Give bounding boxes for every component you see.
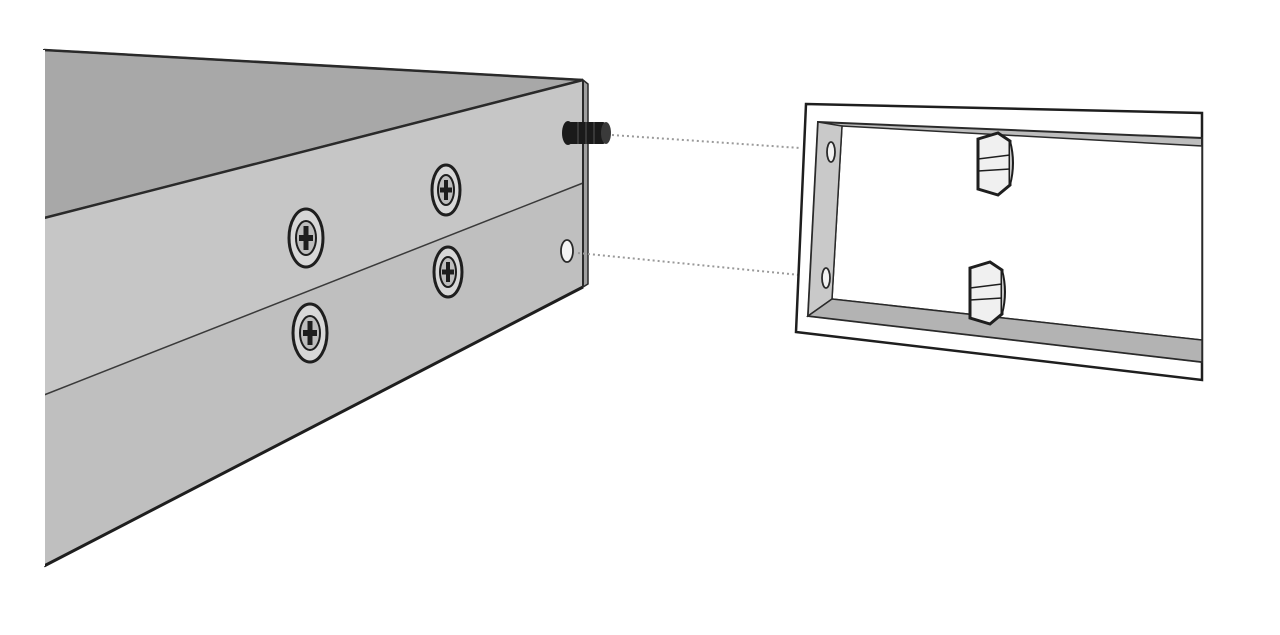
phillips-screw-icon bbox=[287, 207, 325, 269]
phillips-screw-icon bbox=[291, 302, 329, 364]
hex-nut-icon bbox=[968, 260, 1006, 326]
chassis bbox=[43, 48, 611, 568]
chassis-bottom-edge bbox=[43, 285, 584, 568]
chassis-seam-line bbox=[43, 182, 584, 396]
mounting-bracket bbox=[794, 102, 1204, 382]
stud-icon bbox=[562, 121, 611, 145]
phillips-screw-icon bbox=[430, 163, 462, 217]
phillips-screw-icon bbox=[432, 245, 464, 299]
chassis-top-edge bbox=[43, 48, 584, 82]
hole-icon bbox=[560, 239, 574, 263]
bracket-bottom-ledge bbox=[805, 298, 1203, 363]
hex-nut-icon bbox=[976, 131, 1014, 197]
hole-icon bbox=[826, 141, 836, 163]
chassis-front-top-edge bbox=[43, 78, 584, 220]
hole-icon bbox=[821, 267, 831, 289]
